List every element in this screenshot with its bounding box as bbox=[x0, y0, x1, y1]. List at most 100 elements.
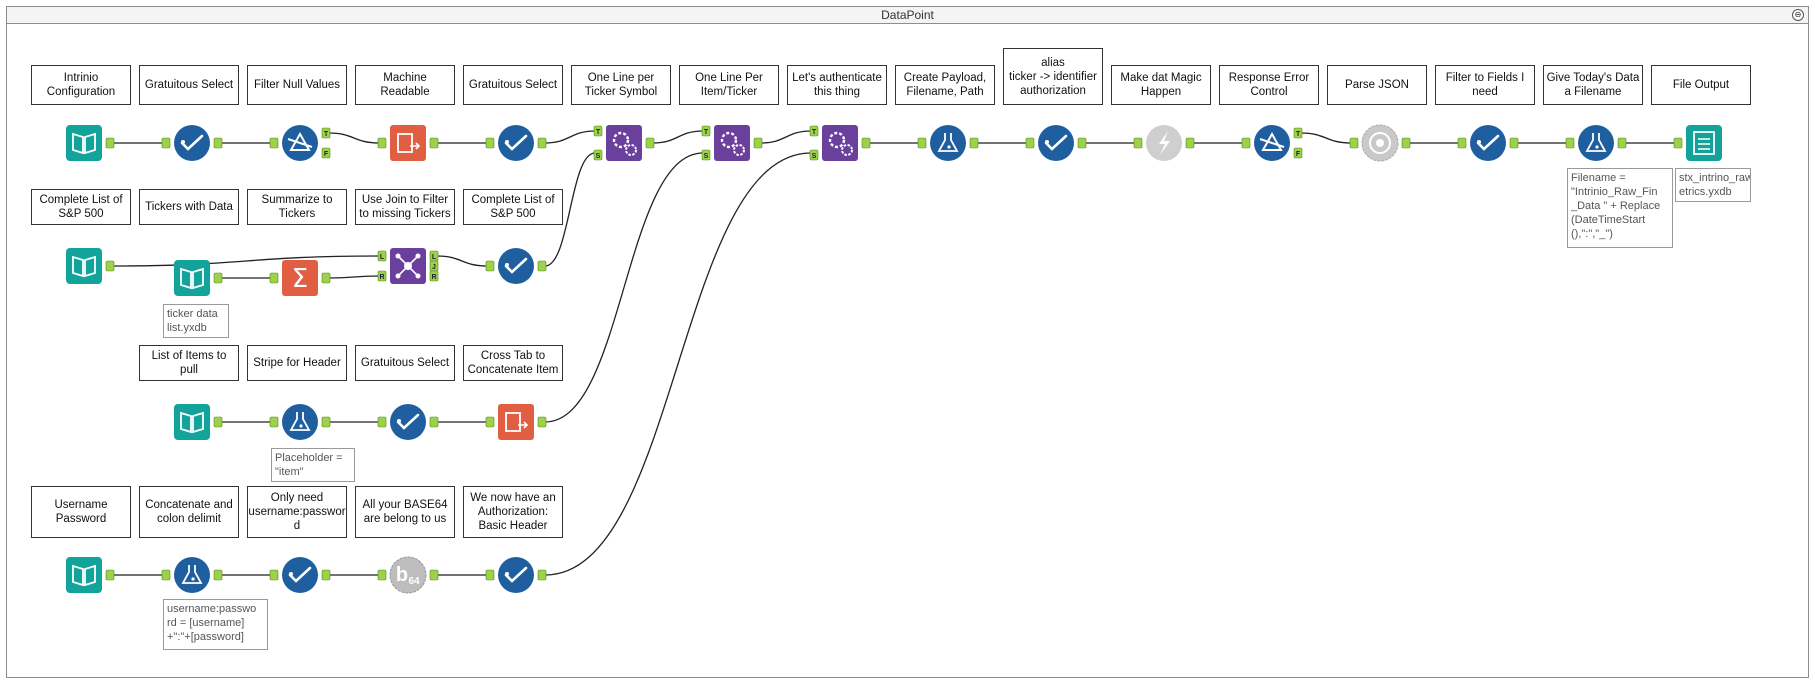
input-anchor[interactable] bbox=[485, 260, 495, 272]
output-anchor[interactable] bbox=[1401, 137, 1411, 149]
authenticate-macro[interactable] bbox=[822, 125, 858, 161]
input-anchor[interactable] bbox=[485, 569, 495, 581]
items-input-tool[interactable] bbox=[174, 404, 210, 440]
output-anchor[interactable] bbox=[753, 137, 763, 149]
input-anchor[interactable] bbox=[1457, 137, 1467, 149]
input-anchor[interactable] bbox=[485, 416, 495, 428]
container-title[interactable]: DataPoint bbox=[7, 7, 1808, 24]
output-anchor[interactable] bbox=[105, 260, 115, 272]
intrinio-config-input-tool[interactable] bbox=[66, 125, 102, 161]
output-anchor[interactable] bbox=[213, 569, 223, 581]
sp500-input-tool[interactable] bbox=[66, 248, 102, 284]
alias-select-tool[interactable] bbox=[1038, 125, 1074, 161]
input-anchor-t[interactable]: T bbox=[809, 125, 819, 137]
output-anchor-true[interactable]: T bbox=[1293, 127, 1303, 139]
connection-line[interactable] bbox=[112, 255, 380, 267]
summarize-tool[interactable]: Σ bbox=[282, 260, 318, 296]
output-anchor[interactable] bbox=[105, 137, 115, 149]
connection-line[interactable] bbox=[1300, 132, 1352, 144]
connection-line[interactable] bbox=[760, 130, 812, 144]
input-anchor[interactable] bbox=[1673, 137, 1683, 149]
output-anchor[interactable] bbox=[1617, 137, 1627, 149]
one-line-per-item-macro[interactable] bbox=[714, 125, 750, 161]
input-anchor[interactable] bbox=[377, 137, 387, 149]
input-anchor-r[interactable]: R bbox=[377, 270, 387, 282]
concatenate-formula-tool[interactable] bbox=[174, 557, 210, 593]
input-anchor-s[interactable]: S bbox=[809, 149, 819, 161]
output-anchor-false[interactable]: F bbox=[321, 147, 331, 159]
output-anchor[interactable] bbox=[1185, 137, 1195, 149]
sp500-select-tool[interactable] bbox=[498, 248, 534, 284]
output-anchor-true[interactable]: T bbox=[321, 127, 331, 139]
input-anchor[interactable] bbox=[269, 272, 279, 284]
input-anchor-s[interactable]: S bbox=[701, 149, 711, 161]
gratuitous-select-tool-1[interactable] bbox=[174, 125, 210, 161]
tickers-with-data-input-tool[interactable] bbox=[174, 260, 210, 296]
output-anchor[interactable] bbox=[429, 569, 439, 581]
gratuitous-select-tool-3[interactable] bbox=[390, 404, 426, 440]
file-output-tool[interactable] bbox=[1686, 125, 1722, 161]
input-anchor[interactable] bbox=[161, 137, 171, 149]
input-anchor[interactable] bbox=[269, 569, 279, 581]
input-anchor-s[interactable]: S bbox=[593, 149, 603, 161]
input-anchor[interactable] bbox=[377, 569, 387, 581]
input-anchor[interactable] bbox=[1565, 137, 1575, 149]
output-anchor[interactable] bbox=[321, 569, 331, 581]
connection-line[interactable] bbox=[328, 132, 380, 144]
output-anchor-r[interactable]: R bbox=[429, 270, 439, 282]
output-anchor[interactable] bbox=[1077, 137, 1087, 149]
output-anchor-j[interactable]: J bbox=[429, 260, 439, 272]
one-line-per-ticker-macro[interactable] bbox=[606, 125, 642, 161]
connection-line[interactable] bbox=[436, 255, 488, 267]
input-anchor[interactable] bbox=[1025, 137, 1035, 149]
output-anchor[interactable] bbox=[213, 272, 223, 284]
filter-fields-select-tool[interactable] bbox=[1470, 125, 1506, 161]
input-anchor[interactable] bbox=[1241, 137, 1251, 149]
input-anchor[interactable] bbox=[377, 416, 387, 428]
filename-formula-tool[interactable] bbox=[1578, 125, 1614, 161]
input-anchor[interactable] bbox=[269, 137, 279, 149]
output-anchor[interactable] bbox=[105, 569, 115, 581]
input-anchor[interactable] bbox=[917, 137, 927, 149]
output-anchor-false[interactable]: F bbox=[1293, 147, 1303, 159]
input-anchor-l[interactable]: L bbox=[377, 250, 387, 262]
input-anchor[interactable] bbox=[485, 137, 495, 149]
download-tool[interactable] bbox=[1146, 125, 1182, 161]
output-anchor[interactable] bbox=[645, 137, 655, 149]
connection-line[interactable] bbox=[544, 152, 812, 576]
input-anchor[interactable] bbox=[161, 569, 171, 581]
output-anchor[interactable] bbox=[429, 137, 439, 149]
output-anchor[interactable] bbox=[537, 260, 547, 272]
output-anchor[interactable] bbox=[1509, 137, 1519, 149]
connection-line[interactable] bbox=[652, 130, 704, 144]
output-anchor[interactable] bbox=[861, 137, 871, 149]
input-anchor[interactable] bbox=[1133, 137, 1143, 149]
machine-readable-tool[interactable] bbox=[390, 125, 426, 161]
join-tool[interactable] bbox=[390, 248, 426, 284]
output-anchor[interactable] bbox=[321, 272, 331, 284]
connection-line[interactable] bbox=[544, 152, 596, 267]
input-anchor[interactable] bbox=[1349, 137, 1359, 149]
stripe-header-formula-tool[interactable] bbox=[282, 404, 318, 440]
cross-tab-tool[interactable] bbox=[498, 404, 534, 440]
input-anchor[interactable] bbox=[269, 416, 279, 428]
output-anchor[interactable] bbox=[537, 569, 547, 581]
output-anchor[interactable] bbox=[321, 416, 331, 428]
username-password-select-tool[interactable] bbox=[282, 557, 318, 593]
filter-null-values-tool[interactable] bbox=[282, 125, 318, 161]
output-anchor[interactable] bbox=[537, 416, 547, 428]
output-anchor[interactable] bbox=[213, 416, 223, 428]
create-payload-formula-tool[interactable] bbox=[930, 125, 966, 161]
output-anchor[interactable] bbox=[213, 137, 223, 149]
connection-line[interactable] bbox=[328, 275, 380, 279]
credentials-input-tool[interactable] bbox=[66, 557, 102, 593]
parse-json-tool[interactable] bbox=[1361, 124, 1399, 162]
output-anchor[interactable] bbox=[969, 137, 979, 149]
output-anchor-l[interactable]: L bbox=[429, 250, 439, 262]
input-anchor-t[interactable]: T bbox=[701, 125, 711, 137]
auth-header-select-tool[interactable] bbox=[498, 557, 534, 593]
connection-line[interactable] bbox=[544, 152, 704, 423]
input-anchor-t[interactable]: T bbox=[593, 125, 603, 137]
